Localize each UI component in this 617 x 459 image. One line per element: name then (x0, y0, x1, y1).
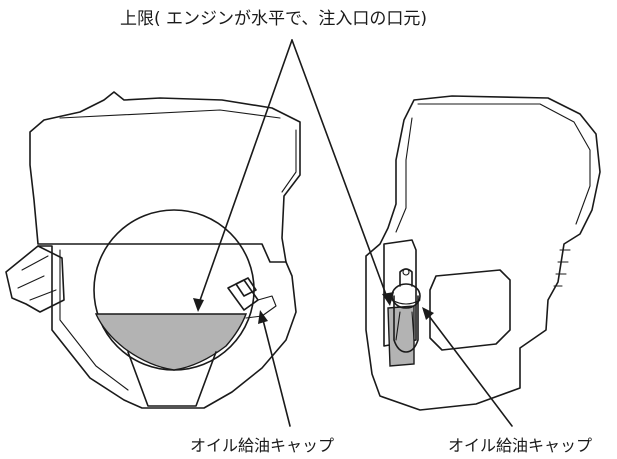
upper-limit-arrowhead-right (382, 292, 394, 306)
right-crankcase-cover (429, 269, 511, 351)
right-engine-fins (553, 249, 571, 287)
left-cap-arrowhead (258, 310, 268, 324)
right-cap-leader (425, 311, 513, 427)
left-side-bracket (5, 245, 65, 313)
right-oil-cap-label: オイル給油キャップ (448, 436, 593, 455)
left-oil-filler-cap (227, 277, 277, 319)
right-engine-contour-1 (417, 103, 591, 225)
right-oil-line (395, 311, 415, 341)
left-engine-ridge (281, 129, 297, 193)
left-engine-crankcase (37, 245, 297, 409)
leader-lines (193, 39, 513, 427)
right-filler-neck (393, 295, 419, 353)
left-engine-crankcase-inner (59, 249, 129, 391)
right-engine (365, 95, 601, 411)
upper-limit-arrowhead-left (193, 298, 204, 312)
left-engine-inner-edge (59, 109, 281, 119)
upper-limit-leader-right (291, 39, 389, 301)
left-engine-upper-housing (29, 91, 301, 263)
upper-limit-leader-left (197, 39, 293, 307)
right-engine-contour-2 (395, 117, 413, 233)
left-side-bracket-detail (17, 255, 57, 301)
oil-drain-funnel (127, 351, 217, 407)
right-cap-arrowhead (422, 307, 434, 320)
left-engine (5, 91, 301, 409)
left-cap-leader (261, 315, 291, 427)
right-oil-level-window (387, 305, 415, 367)
upper-limit-label: 上限( エンジンが水平で、注入口の口元) (120, 9, 427, 29)
right-filler-recess (383, 239, 417, 347)
left-oil-cap-label: オイル給油キャップ (190, 436, 335, 455)
right-engine-upper-housing (365, 95, 601, 411)
oil-level-fill (94, 313, 248, 371)
